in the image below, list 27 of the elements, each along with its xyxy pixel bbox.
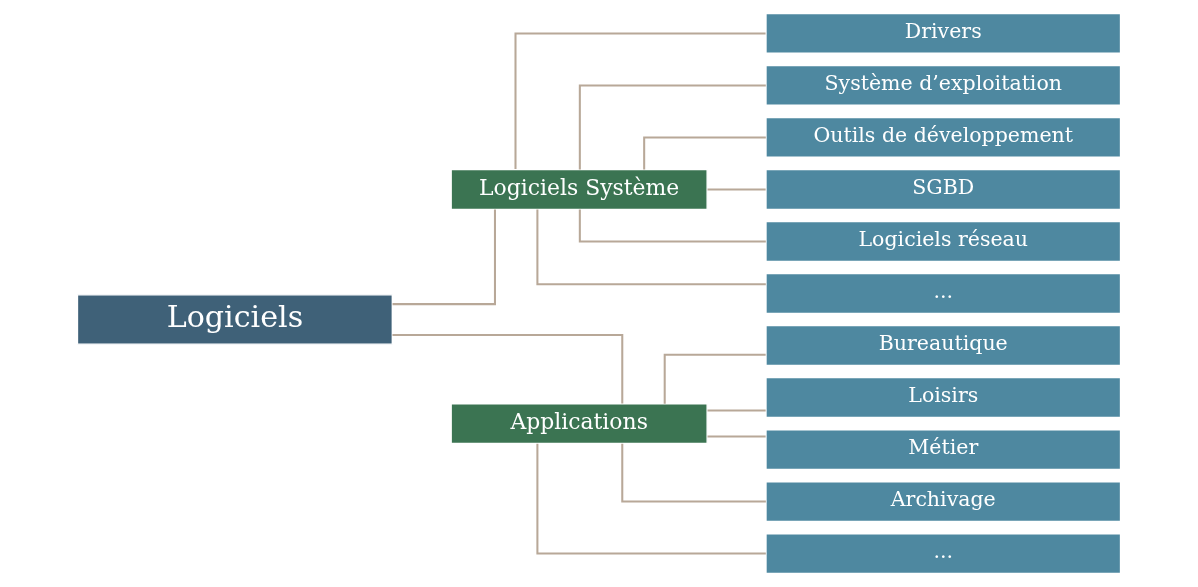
connector bbox=[392, 333, 624, 404]
connector bbox=[578, 84, 766, 170]
node-box: Loisirs bbox=[765, 377, 1122, 419]
connector bbox=[536, 443, 766, 555]
node-box: Métier bbox=[765, 429, 1122, 471]
connector bbox=[643, 136, 766, 170]
connector bbox=[536, 209, 766, 286]
connector bbox=[707, 435, 766, 438]
node-box: Logiciels Système bbox=[450, 168, 708, 210]
node-box: Applications bbox=[450, 403, 708, 445]
node-box: Système d’exploitation bbox=[765, 64, 1122, 106]
node-box: Logiciels bbox=[76, 294, 393, 345]
node-box: Outils de développement bbox=[765, 116, 1122, 158]
connector bbox=[707, 409, 766, 412]
connector bbox=[621, 443, 766, 503]
node-box: Drivers bbox=[765, 12, 1122, 54]
connector bbox=[663, 353, 766, 404]
connector bbox=[514, 32, 766, 170]
node-box: Bureautique bbox=[765, 325, 1122, 367]
connector bbox=[707, 188, 766, 191]
node-box: ... bbox=[765, 533, 1122, 575]
connector bbox=[578, 209, 766, 243]
node-box: ... bbox=[765, 272, 1122, 315]
connector bbox=[392, 209, 496, 306]
node-box: SGBD bbox=[765, 168, 1122, 210]
node-box: Logiciels réseau bbox=[765, 220, 1122, 262]
node-box: Archivage bbox=[765, 481, 1122, 523]
